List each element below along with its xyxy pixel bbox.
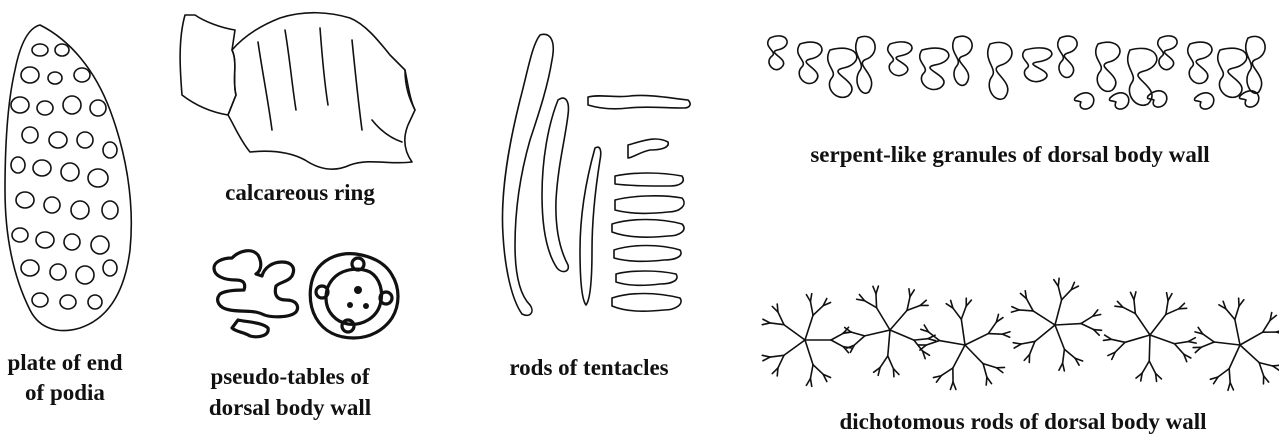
plate-hole — [88, 295, 102, 309]
label-calcareous-ring: calcareous ring — [200, 178, 400, 208]
plate-hole — [77, 132, 93, 148]
plate-hole — [16, 192, 34, 208]
serpent-granule-small — [1194, 93, 1213, 109]
plate-hole — [48, 72, 62, 84]
label-pseudo-tables-line1: pseudo-tables of — [180, 362, 400, 392]
tentacle-rods-drawing — [502, 34, 690, 315]
plate-hole — [50, 264, 66, 280]
serpent-granule — [1128, 48, 1157, 105]
plate-hole — [91, 236, 109, 254]
serpent-granule — [1218, 48, 1247, 97]
serpent-granule — [856, 36, 875, 93]
serpent-granule — [1158, 36, 1177, 70]
plate-hole — [63, 96, 81, 114]
dichotomous-rod — [1103, 292, 1196, 382]
serpent-granule-small — [1074, 93, 1093, 109]
dichotomous-rod — [843, 286, 935, 377]
serpent-granule — [888, 42, 912, 76]
serpent-granule — [798, 42, 822, 83]
plate-hole — [32, 293, 48, 307]
label-rods-of-tentacles: rods of tentacles — [484, 353, 694, 383]
label-serpent-granules: serpent-like granules of dorsal body wal… — [760, 140, 1260, 170]
serpent-granule — [1096, 42, 1120, 91]
plate-hole — [55, 44, 69, 56]
plate-hole — [60, 295, 76, 309]
dichotomous-rods-drawing — [762, 278, 1279, 390]
serpent-granule — [1246, 36, 1265, 93]
serpent-granule — [988, 42, 1012, 99]
plate-hole — [11, 157, 25, 173]
plate-hole — [102, 201, 118, 219]
plate-hole — [90, 100, 106, 116]
plate-hole — [74, 68, 90, 82]
plate-hole — [21, 67, 39, 83]
plate-hole — [37, 101, 53, 115]
plate-hole — [64, 234, 80, 250]
serpent-granule — [828, 48, 857, 97]
plate-hole — [32, 44, 48, 56]
plate-hole — [33, 160, 51, 176]
dichotomous-rod — [762, 294, 851, 387]
plate-hole — [88, 169, 108, 187]
plate-hole — [22, 127, 38, 143]
label-dichotomous-rods: dichotomous rods of dorsal body wall — [778, 407, 1268, 437]
plate-hole — [44, 197, 60, 213]
plate-hole — [61, 163, 79, 181]
serpent-granule — [1188, 42, 1212, 83]
serpent-granule-small — [1147, 91, 1166, 107]
dichotomous-rod — [1193, 298, 1279, 390]
label-pseudo-tables-line2: dorsal body wall — [180, 393, 400, 423]
serpent-granule-small — [1239, 91, 1258, 107]
plate-hole — [11, 97, 29, 113]
plate-hole — [12, 228, 28, 242]
plate-hole — [36, 232, 54, 248]
serpent-granule — [953, 36, 972, 85]
dichotomous-rod — [1011, 278, 1101, 371]
plate-hole — [103, 142, 117, 158]
plate-holes — [11, 44, 118, 309]
pseudo-tables-drawing — [214, 251, 398, 338]
plate-hole — [71, 201, 89, 219]
plate-hole — [49, 132, 67, 148]
serpent-granule — [1023, 48, 1052, 82]
perforated-plate-drawing — [5, 25, 131, 331]
label-plate-line1: plate of end — [0, 348, 130, 378]
plate-hole — [103, 260, 117, 276]
serpent-granule — [768, 36, 787, 70]
serpent-granules-drawing — [768, 36, 1265, 109]
serpent-granule — [1058, 36, 1077, 77]
serpent-granule — [920, 48, 949, 89]
serpent-granule-small — [1109, 93, 1128, 109]
label-plate-line2: of podia — [0, 378, 130, 408]
calcareous-ring-drawing — [180, 13, 415, 169]
plate-hole — [76, 266, 94, 284]
dichotomous-rod — [918, 298, 1010, 389]
plate-hole — [21, 260, 39, 276]
